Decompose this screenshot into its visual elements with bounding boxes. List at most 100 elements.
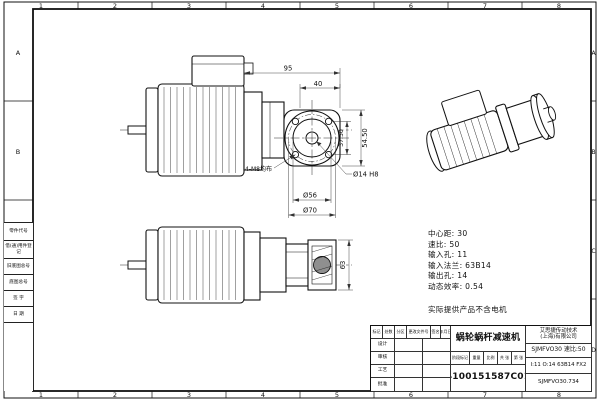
empty-cell (423, 365, 451, 378)
spec-line: 动态效率: 0.54 (428, 281, 484, 291)
motor-front-cap (243, 91, 263, 171)
grid-col-label: 8 (557, 2, 561, 10)
flange-rim-3d (532, 93, 553, 140)
motor-rear-cap (145, 87, 159, 173)
role-design: 设计 (371, 339, 395, 352)
empty-cell (423, 352, 451, 365)
empty-cell (395, 378, 423, 392)
motor-rear-shaft (127, 260, 147, 270)
grid-col-label: 2 (113, 2, 117, 10)
dimension-arrows (244, 71, 363, 290)
drawing-number: 4100151587C01 (451, 365, 526, 392)
grid-labels: 1 2 3 4 5 6 7 8 1 2 3 4 5 6 7 8 A B A B … (16, 2, 597, 399)
grid-col-label: 4 (261, 2, 265, 10)
view-side (120, 55, 352, 177)
left-panel-row: 旧底图总号 (4, 259, 33, 275)
dim-bolt-spacing: 37.50 (338, 129, 345, 147)
view-bottom (120, 226, 352, 304)
weight-label: 重量 (470, 352, 484, 365)
bolt-hole (291, 117, 300, 126)
sheet-borders (3, 1, 597, 399)
dim-height-flange: 54.50 (361, 128, 369, 147)
cooling-fins (163, 87, 236, 173)
grid-row-label: A (16, 49, 21, 57)
left-panel-row: 日 期 (4, 307, 33, 323)
grid-col-label: 1 (39, 2, 43, 10)
empty-cell (423, 339, 451, 352)
dimension-texts: 95 40 54.50 37.50 Ø56 Ø70 Ø14 H8 4-M8均布 … (245, 65, 379, 270)
grid-row-label: D (591, 347, 596, 354)
spec-line: 速比: 50 (428, 239, 460, 249)
product-name: 蜗轮蜗杆减速机 (451, 326, 526, 352)
rev-header-count: 处数 (383, 326, 395, 339)
centerlines (274, 100, 350, 176)
empty-cell (423, 378, 451, 392)
company-name: 艾思捷传动技术 (上海)有限公司 (526, 326, 592, 344)
dim-dia-bolt-circle: Ø70 (303, 207, 317, 215)
dim-bore: Ø14 H8 (353, 171, 379, 179)
empty-cell (395, 352, 423, 365)
grid-col-label: 6 (409, 391, 413, 399)
role-approve: 批准 (371, 378, 395, 392)
terminal-box-3d (441, 89, 487, 126)
dim-height-bottom: 63 (339, 261, 347, 270)
grid-col-label: 6 (409, 2, 413, 10)
grid-col-label: 7 (483, 391, 487, 399)
motor-front-cap (243, 231, 261, 301)
dim-width-flange: 40 (314, 80, 323, 88)
dim-width-total: 95 (284, 65, 293, 73)
grid-ticks-top (77, 2, 523, 9)
io-spec-line: I:11 O:14 63B14 FX2 (526, 358, 592, 374)
empty-cell (395, 339, 423, 352)
rev-header-zone: 分区 (395, 326, 407, 339)
left-panel-empty (4, 323, 33, 391)
grid-ticks-left (4, 100, 33, 201)
gearbox-housing (259, 237, 287, 293)
motor-body (157, 83, 245, 177)
spec-line: 输入法兰: 63B14 (428, 260, 492, 270)
dim-dia-spigot: Ø56 (303, 192, 317, 200)
rev-header-mark: 标记 (371, 326, 383, 339)
grid-col-label: 5 (335, 2, 339, 10)
spec-list: 中心距: 30 速比: 50 输入孔: 11 输入法兰: 63B14 输出孔: … (428, 229, 491, 293)
grid-col-label: 3 (187, 2, 191, 10)
worm-shaft-end (313, 256, 331, 274)
grid-col-label: 8 (557, 391, 561, 399)
motor-rear-shaft (127, 125, 147, 135)
bolt-hole (324, 117, 333, 126)
cooling-fins (163, 230, 236, 300)
view-isometric (426, 89, 557, 172)
left-panel-row: 零件代号 (4, 223, 33, 241)
rev-header-docno: 更改文件号 (407, 326, 431, 339)
empty-cell (395, 365, 423, 378)
spec-line: 输入孔: 11 (428, 250, 468, 260)
grid-col-label: 1 (39, 391, 43, 399)
grid-col-label: 4 (261, 391, 265, 399)
spec-line: 输出孔: 14 (428, 271, 468, 281)
page-label: 第 张 (512, 352, 526, 365)
left-panel-row: 底图总号 (4, 275, 33, 291)
rev-header-sign: 签名 (431, 326, 441, 339)
title-block: 标记 处数 分区 更改文件号 签名 年月日 设计 审核 工艺 批准 蜗轮蜗杆减速… (370, 325, 592, 392)
cooling-fins-3d (436, 113, 497, 169)
left-panel-row: 签 字 (4, 291, 33, 307)
company-line2: (上海)有限公司 (540, 333, 577, 340)
motor-rear-cap (145, 229, 159, 301)
grid-row-label: B (591, 149, 595, 156)
grid-row-label: C (591, 248, 595, 255)
grid-ticks-bottom (77, 391, 523, 398)
spec-line: 中心距: 30 (428, 229, 468, 238)
grid-col-label: 2 (113, 391, 117, 399)
output-shaft-lines-3d (543, 106, 555, 123)
gearbox-housing-side (261, 101, 285, 159)
grid-row-label: A (591, 50, 596, 57)
grid-row-label: B (16, 148, 20, 156)
hatching (311, 245, 333, 281)
coupling-inner (311, 245, 333, 285)
stage-label: 阶段标记 (451, 352, 470, 365)
grid-ticks-right (591, 100, 596, 300)
role-process: 工艺 (371, 365, 395, 378)
motor-body (157, 226, 245, 304)
terminal-box (191, 55, 245, 87)
